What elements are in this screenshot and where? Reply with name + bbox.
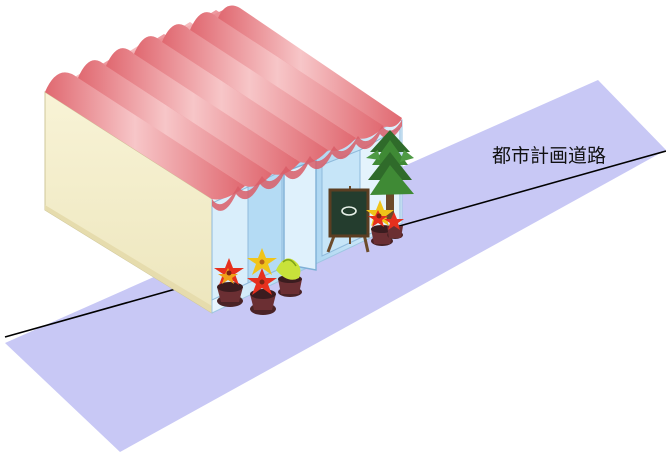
awning-front-scallops bbox=[45, 5, 402, 211]
tall-potted-plant bbox=[366, 130, 414, 220]
flower-pot-left-3 bbox=[276, 258, 302, 297]
menu-signboard bbox=[326, 186, 370, 253]
flower-pot-right-2 bbox=[384, 212, 404, 239]
flower-pot-left-1 bbox=[214, 258, 244, 307]
flower-pot-left-2 bbox=[247, 248, 277, 315]
road-label: 都市計画道路 bbox=[492, 145, 606, 167]
shop-building bbox=[44, 5, 403, 314]
city-planning-road bbox=[5, 80, 666, 452]
wall-bottom-shadow bbox=[45, 205, 212, 313]
